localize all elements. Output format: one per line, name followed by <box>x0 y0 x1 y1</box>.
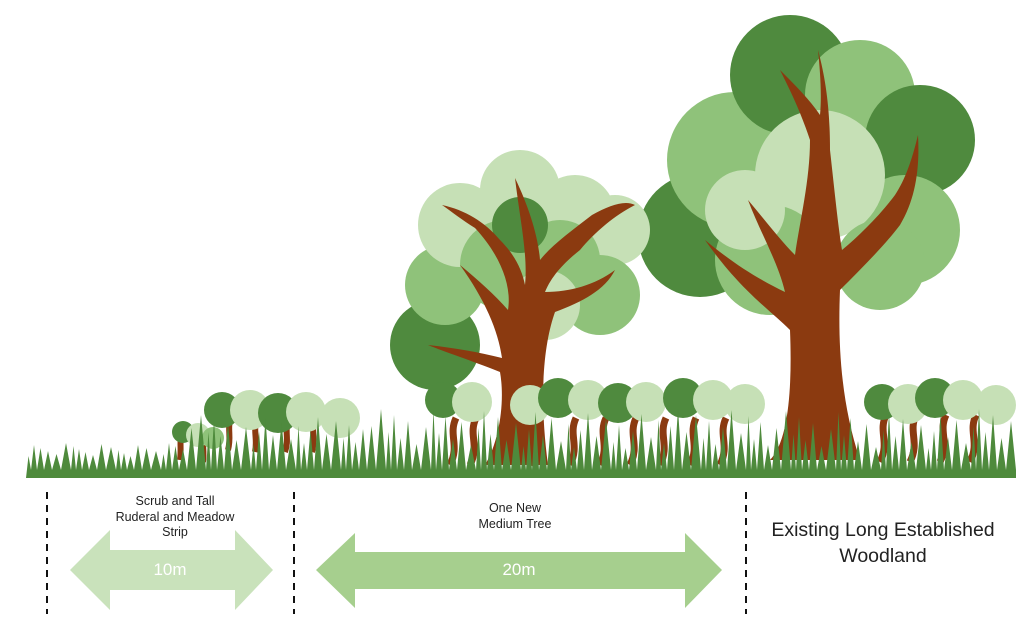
medium-tree-trunk <box>428 178 635 465</box>
scrub-label-line: Ruderal and Meadow <box>115 509 235 524</box>
scrub-zone-label: Scrub and Tall Ruderal and Meadow Strip <box>95 494 255 541</box>
woodland-zone-label: Existing Long Established Woodland <box>755 517 1011 570</box>
new-medium-tree <box>390 150 650 465</box>
existing-woodland-tree <box>638 15 975 460</box>
scrub-label-line: Scrub and Tall <box>135 494 215 508</box>
scrub-label-line: Strip <box>162 525 188 540</box>
shrub-cluster-scrub <box>204 390 360 454</box>
woodland-label-line: Existing Long Established <box>771 519 995 541</box>
tree-width-arrow <box>316 533 722 608</box>
scrub-width-label: 10m <box>153 560 187 579</box>
tree-label-line: Medium Tree <box>478 516 552 531</box>
grass-blades <box>26 409 1016 478</box>
large-tree-trunk <box>705 50 919 460</box>
tree-zone-label: One New Medium Tree <box>430 501 600 532</box>
grass-strip <box>26 409 1016 478</box>
scrub-width-arrow <box>70 530 273 610</box>
tree-width-label: 20m <box>502 560 536 579</box>
tree-label-line: One New <box>488 501 542 515</box>
woodland-label-line: Woodland <box>839 545 927 568</box>
